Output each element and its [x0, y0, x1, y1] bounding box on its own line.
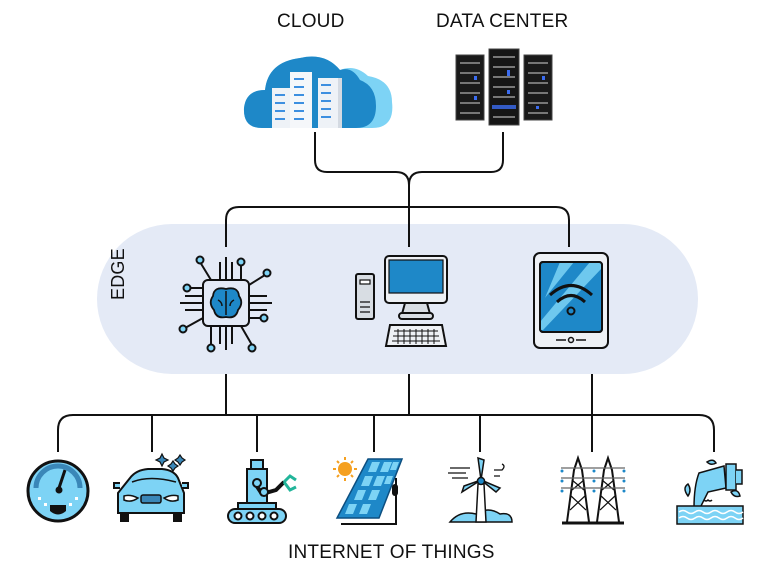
iot-label: INTERNET OF THINGS: [288, 542, 495, 563]
smart-car-icon: [113, 452, 189, 522]
desktop-computer-icon: [355, 255, 448, 347]
wind-turbine-icon: [448, 456, 513, 523]
data-center-label: DATA CENTER: [436, 11, 569, 32]
transmission-tower-icon: [560, 454, 626, 525]
ai-brain-chip-icon: [178, 255, 272, 353]
connector-lines-bottom: [57, 374, 715, 452]
connector-lines-top: [225, 132, 570, 247]
speedometer-gauge-icon: [26, 459, 90, 523]
edge-label: EDGE: [108, 248, 128, 300]
tablet-wifi-icon: [533, 252, 609, 349]
cloud-servers-icon: [243, 56, 393, 128]
water-outflow-icon: [676, 459, 744, 525]
cloud-label: CLOUD: [277, 11, 345, 32]
server-racks-icon: [455, 48, 553, 126]
industrial-robot-icon: [227, 459, 297, 524]
solar-panel-icon: [333, 457, 404, 525]
